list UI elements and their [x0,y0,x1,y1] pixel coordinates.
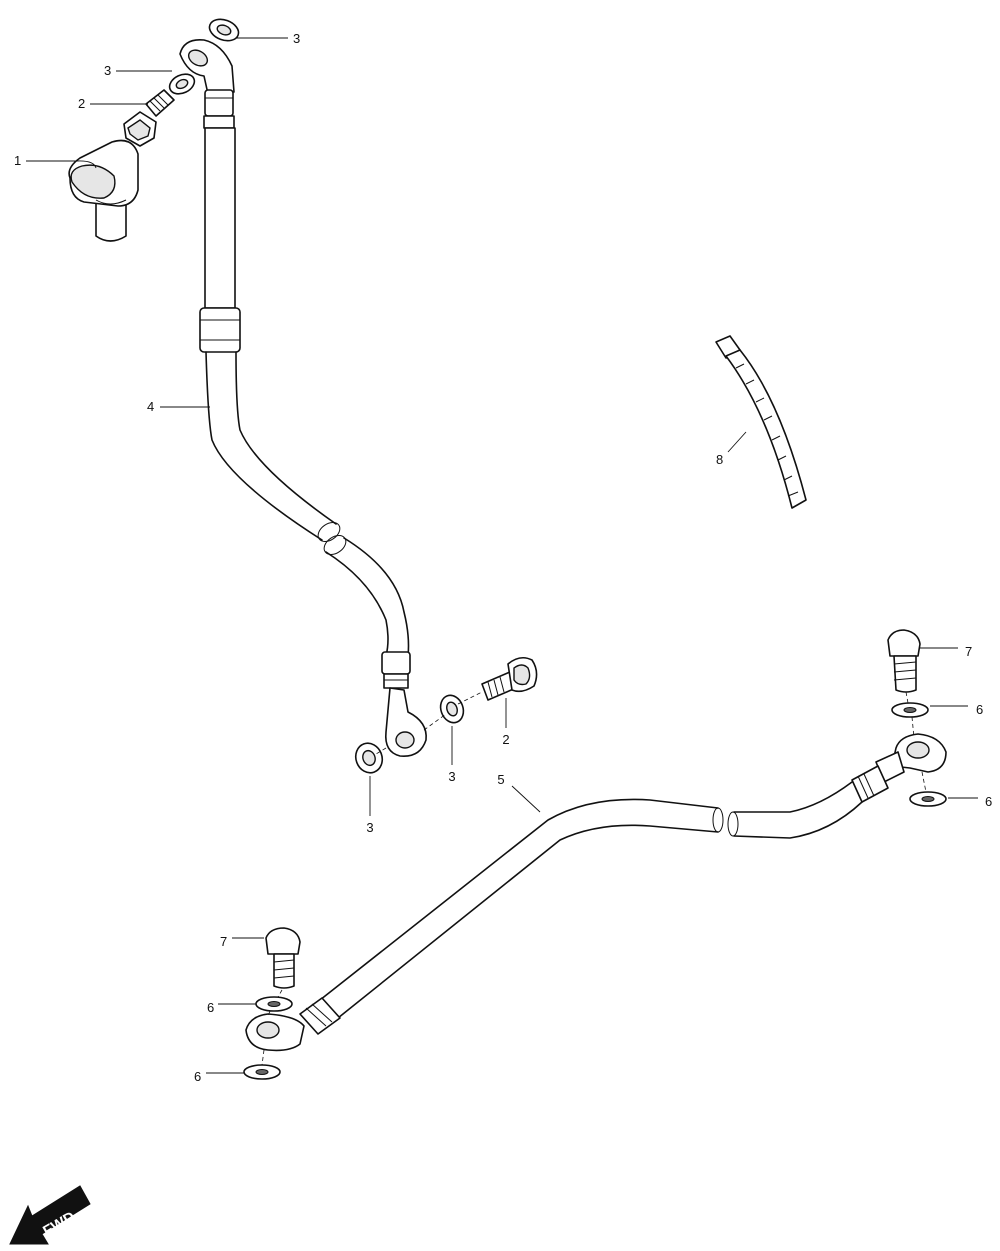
callout-c3c: 3 [448,769,455,784]
part-6-washer-right-a [891,702,929,718]
callout-c7b: 7 [220,934,227,949]
callout-c7a: 7 [965,644,972,659]
callout-c5: 5 [497,772,504,787]
callout-c6a: 6 [976,702,983,717]
part-3-washer-top-a [168,73,196,95]
leader-lines [26,37,978,1074]
callout-c3d: 3 [366,820,373,835]
callout-c2a: 2 [78,96,85,111]
part-1-boot [68,139,139,242]
part-3-washer-lower-a [439,694,465,724]
callout-c6d: 6 [194,1069,201,1084]
callout-c2b: 2 [502,732,509,747]
part-4-upper-hose [179,38,427,757]
part-6-washer-right-b [909,791,947,807]
part-7-bolt-left [265,927,301,989]
part-7-bolt-right [887,629,921,693]
part-6-washer-left-a [255,996,293,1012]
part-5-lower-hose [245,733,947,1052]
part-2-banjo-bolt-lower [481,656,538,701]
fwd-arrow-icon: FWD [9,1185,91,1245]
part-6-washer-left-b [243,1064,281,1080]
callout-c3b: 3 [293,31,300,46]
callout-c8: 8 [716,452,723,467]
callout-c3a: 3 [104,63,111,78]
part-2-banjo-bolt-top [123,89,175,147]
callout-c4: 4 [147,399,154,414]
part-3-washer-top-b [208,18,240,42]
callout-c6b: 6 [985,794,992,809]
callout-labels: 1 2 3 3 4 8 2 3 3 5 7 6 6 7 6 6 [14,31,992,1084]
callout-c6c: 6 [207,1000,214,1015]
part-3-washer-lower-b [354,742,384,774]
callout-c1: 1 [14,153,21,168]
part-8-cable-tie [715,335,807,509]
